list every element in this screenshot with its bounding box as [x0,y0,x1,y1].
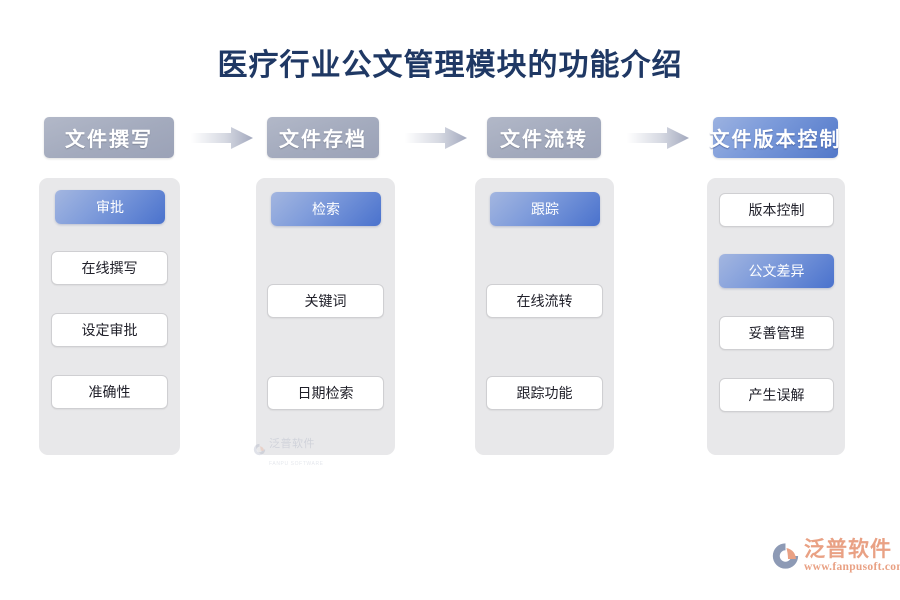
feature-chip-label: 检索 [312,201,340,217]
feature-chip-label: 日期检索 [297,385,354,401]
feature-chip-label: 跟踪 [531,201,559,217]
feature-chip-accuracy[interactable]: 准确性 [51,375,168,409]
feature-chip-label: 在线流转 [516,293,573,309]
feature-chip-document-difference[interactable]: 公文差异 [719,254,834,288]
feature-chip-date-retrieval[interactable]: 日期检索 [267,376,384,410]
flow-step-3-document-circulation[interactable]: 文件流转 [487,117,601,158]
feature-chip-proper-management[interactable]: 妥善管理 [719,316,834,350]
feature-chip-approval[interactable]: 审批 [55,190,165,224]
flow-step-3-label: 文件流转 [500,129,588,151]
arrow-right-icon-1 [191,127,253,149]
fanpu-logo-icon [770,541,800,571]
feature-chip-tracking-function[interactable]: 跟踪功能 [486,376,603,410]
feature-chip-label: 版本控制 [748,202,805,218]
feature-chip-label: 设定审批 [81,322,138,338]
feature-panel-document-writing: 审批 在线撰写 设定审批 准确性 [39,178,180,455]
flow-step-1-label: 文件撰写 [65,129,153,151]
feature-chip-label: 跟踪功能 [516,385,573,401]
brand-logo: 泛普软件 www.fanpusoft.com [770,538,900,574]
flow-step-4-document-version-control[interactable]: 文件版本控制 [710,117,840,158]
flow-step-4-label: 文件版本控制 [709,129,842,151]
arrow-right-icon-2 [405,127,467,149]
feature-chip-label: 准确性 [88,384,131,400]
flow-step-1-document-writing[interactable]: 文件撰写 [44,117,174,158]
flow-step-2-label: 文件存档 [279,129,367,151]
feature-chip-label: 产生误解 [748,387,805,403]
feature-panel-document-archiving: 检索 关键词 日期检索 [256,178,395,455]
feature-chip-label: 关键词 [304,293,347,309]
page-title: 医疗行业公文管理模块的功能介绍 [217,49,683,82]
feature-chip-retrieval[interactable]: 检索 [271,192,381,226]
feature-chip-set-approval[interactable]: 设定审批 [51,313,168,347]
feature-chip-tracking[interactable]: 跟踪 [490,192,600,226]
flow-step-2-document-archiving[interactable]: 文件存档 [267,117,379,158]
feature-panel-document-circulation: 跟踪 在线流转 跟踪功能 [475,178,614,455]
brand-name-cn: 泛普软件 [804,538,892,561]
feature-panel-document-version-control: 版本控制 公文差异 妥善管理 产生误解 [707,178,845,455]
brand-url: www.fanpusoft.com [804,561,900,573]
feature-chip-version-control[interactable]: 版本控制 [719,193,834,227]
feature-chip-online-circulation[interactable]: 在线流转 [486,284,603,318]
feature-chip-keyword[interactable]: 关键词 [267,284,384,318]
feature-chip-label: 妥善管理 [748,325,805,341]
arrow-right-icon-3 [627,127,689,149]
process-flow-header-row: 文件撰写 文件存档 [0,117,900,161]
feature-chip-label: 在线撰写 [81,260,138,276]
feature-chip-label: 公文差异 [748,263,805,279]
watermark-name-en: FANPU SOFTWARE [269,461,324,467]
feature-chip-misunderstanding[interactable]: 产生误解 [719,378,834,412]
feature-chip-label: 审批 [96,199,124,215]
brand-text: 泛普软件 www.fanpusoft.com [804,538,900,574]
feature-chip-online-writing[interactable]: 在线撰写 [51,251,168,285]
